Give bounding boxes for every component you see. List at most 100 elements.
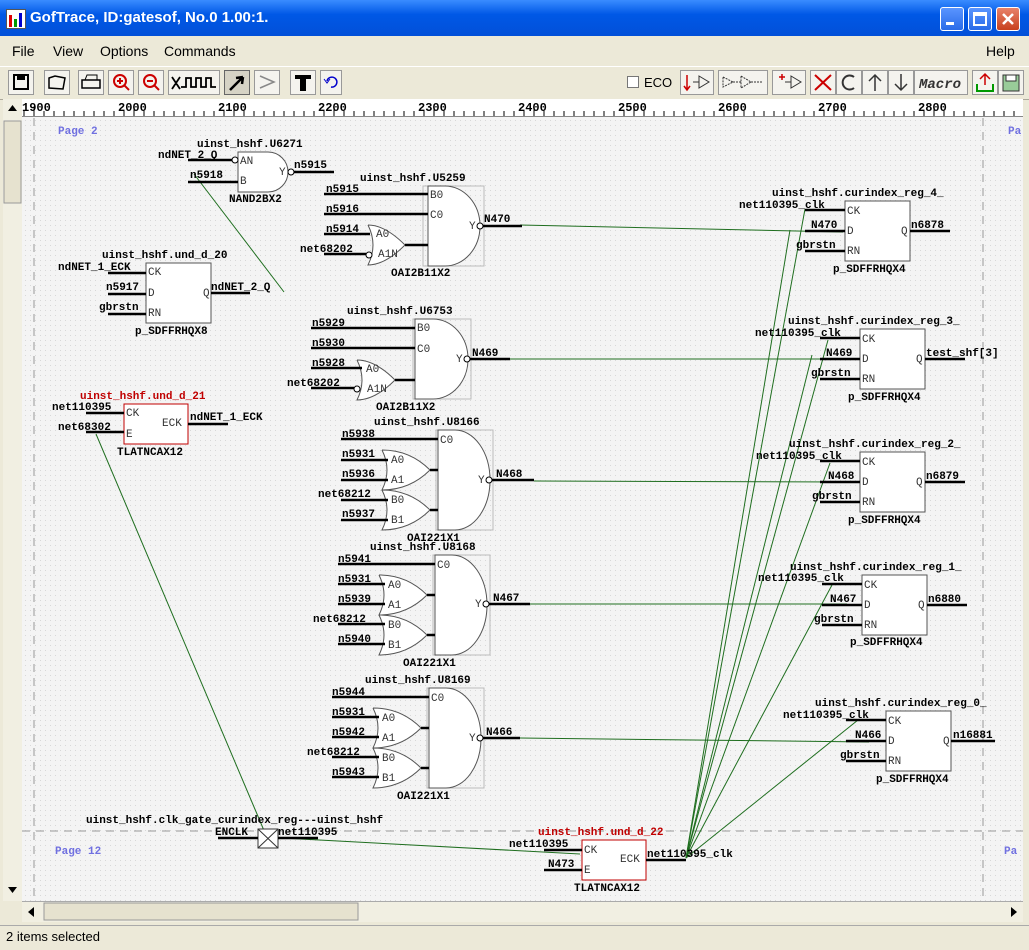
svg-text:RN: RN [847, 246, 860, 258]
schematic-canvas[interactable]: Page 2 Page 12 Pa Pa uinst_hshf.U6271 [22, 117, 1023, 901]
svg-text:net68212: net68212 [313, 614, 366, 626]
menu-commands[interactable]: Commands [164, 43, 236, 59]
waveform-icon [171, 76, 216, 90]
scroll-up-icon[interactable] [8, 105, 17, 111]
svg-text:ECK: ECK [620, 854, 640, 866]
cell-curindex-reg-2[interactable]: uinst_hshf.curindex_reg_2_ CK D RN Q net… [756, 439, 965, 527]
print-button[interactable] [78, 70, 104, 95]
window-title: GofTrace, ID:gatesof, No.0 1.00:1. [30, 9, 269, 26]
svg-text:net110395_clk: net110395_clk [755, 328, 841, 340]
svg-text:uinst_hshf.clk_gate_curindex_r: uinst_hshf.clk_gate_curindex_reg---uinst… [86, 815, 383, 827]
cell-u8169[interactable]: uinst_hshf.U8169 C0 A0 A1 B0 B1 Y n5944 … [307, 675, 520, 803]
menu-options[interactable]: Options [100, 43, 149, 59]
save-icon [13, 74, 29, 90]
cell-u8166[interactable]: uinst_hshf.U8166 C0 A0 A1 B0 B1 Y n5938 … [318, 417, 534, 545]
refresh-button[interactable] [836, 70, 862, 95]
save-disk-button[interactable] [998, 70, 1024, 95]
eco-checkbox[interactable]: ECO [627, 75, 672, 90]
svg-text:net110395_clk: net110395_clk [783, 710, 869, 722]
svg-text:OAI221X1: OAI221X1 [403, 658, 456, 670]
svg-text:Y: Y [469, 733, 476, 745]
svg-text:n5941: n5941 [338, 554, 371, 566]
svg-text:A0: A0 [391, 455, 404, 467]
svg-text:B0: B0 [430, 190, 443, 202]
svg-text:C0: C0 [437, 560, 450, 572]
maximize-button[interactable] [968, 7, 992, 31]
svg-text:n5931: n5931 [342, 449, 375, 461]
scroll-left-icon[interactable] [28, 907, 34, 917]
svg-text:n5916: n5916 [326, 204, 359, 216]
select-button[interactable] [224, 70, 250, 95]
zoom-in-button[interactable] [108, 70, 134, 95]
svg-text:n5931: n5931 [338, 574, 371, 586]
delete-button[interactable] [810, 70, 836, 95]
cell-u6271[interactable]: uinst_hshf.U6271 AN B Y ndNET_2_Q n5918 … [158, 139, 334, 206]
svg-text:CK: CK [862, 457, 876, 469]
schematic-svg[interactable]: Page 2 Page 12 Pa Pa uinst_hshf.U6271 [22, 117, 1023, 901]
svg-text:uinst_hshf.U8168: uinst_hshf.U8168 [370, 542, 476, 554]
horizontal-scroll-thumb[interactable] [43, 902, 359, 921]
menu-view[interactable]: View [53, 43, 84, 59]
svg-text:n5939: n5939 [338, 594, 371, 606]
text-button[interactable] [290, 70, 316, 95]
page-label-edge-top: Pa [1008, 126, 1022, 138]
up-button[interactable] [862, 70, 888, 95]
svg-text:Y: Y [469, 221, 476, 233]
save-disk-icon [1002, 74, 1020, 92]
trace-back-button[interactable] [680, 70, 714, 95]
svg-text:ndNET_1_ECK: ndNET_1_ECK [190, 412, 263, 424]
trace-add-button[interactable] [772, 70, 806, 95]
svg-text:uinst_hshf.curindex_reg_3_: uinst_hshf.curindex_reg_3_ [788, 316, 960, 328]
export-button[interactable] [972, 70, 998, 95]
cell-curindex-reg-0[interactable]: uinst_hshf.curindex_reg_0_ CK D RN Q net… [783, 698, 995, 786]
svg-text:C0: C0 [431, 693, 444, 705]
vertical-scroll-thumb[interactable] [3, 120, 22, 204]
svg-text:A0: A0 [388, 580, 401, 592]
open-button[interactable] [44, 70, 70, 95]
svg-text:N467: N467 [830, 594, 856, 606]
maximize-icon [973, 12, 987, 26]
svg-text:net110395_clk: net110395_clk [758, 573, 844, 585]
page-label-2: Page 2 [58, 126, 98, 138]
zoom-out-button[interactable] [138, 70, 164, 95]
minimize-button[interactable] [940, 7, 964, 31]
move-button[interactable] [254, 70, 280, 95]
cell-u5259[interactable]: uinst_hshf.U5259 B0 C0 A0 A1N Y n5915 n5… [300, 173, 522, 280]
macro-button[interactable]: Macro [914, 70, 968, 95]
zoom-in-icon [113, 74, 130, 91]
cell-curindex-reg-3[interactable]: uinst_hshf.curindex_reg_3_ CK D RN Q net… [755, 316, 999, 404]
menu-help[interactable]: Help [986, 43, 1015, 59]
cell-und-d-21[interactable]: uinst_hshf.und_d_21 CK E ECK net110395 n… [52, 391, 263, 459]
ruler-label: 2000 [118, 101, 147, 115]
print-icon [81, 74, 101, 89]
open-icon [48, 75, 66, 90]
zoom-out-icon [143, 74, 160, 91]
vertical-scrollbar[interactable] [3, 99, 23, 901]
svg-text:uinst_hshf.curindex_reg_0_: uinst_hshf.curindex_reg_0_ [815, 698, 987, 710]
cell-u8168[interactable]: uinst_hshf.U8168 C0 A0 A1 B0 B1 Y n5941 … [313, 542, 530, 670]
svg-text:ndNET_2_Q: ndNET_2_Q [158, 150, 218, 162]
scroll-down-icon[interactable] [8, 887, 17, 893]
cell-curindex-reg-4[interactable]: uinst_hshf.curindex_reg_4_ CK D RN Q net… [739, 188, 950, 276]
cell-und-d-20[interactable]: uinst_hshf.und_d_20 CK D RN Q ndNET_1_EC… [58, 250, 271, 338]
horizontal-scrollbar[interactable] [22, 901, 1023, 922]
svg-text:CK: CK [126, 408, 140, 420]
close-button[interactable] [996, 7, 1020, 31]
waveform-button[interactable] [168, 70, 220, 95]
app-icon [6, 9, 26, 29]
save-button[interactable] [8, 70, 34, 95]
cell-curindex-reg-1[interactable]: uinst_hshf.curindex_reg_1_ CK D RN Q net… [758, 562, 967, 649]
undo-button[interactable] [320, 70, 342, 95]
down-button[interactable] [888, 70, 914, 95]
cell-u6753[interactable]: uinst_hshf.U6753 B0 C0 A0 A1N Y n5929 n5… [287, 306, 510, 414]
svg-text:B1: B1 [382, 773, 396, 785]
svg-text:B0: B0 [382, 753, 395, 765]
ruler-label: 2800 [918, 101, 947, 115]
cell-und-d-22[interactable]: uinst_hshf.und_d_22 CK E ECK net110395 N… [509, 827, 733, 895]
scroll-right-icon[interactable] [1011, 907, 1017, 917]
menu-file[interactable]: File [12, 43, 35, 59]
trace-forward-button[interactable] [718, 70, 768, 95]
offpage-connector[interactable]: uinst_hshf.clk_gate_curindex_reg---uinst… [86, 815, 383, 849]
svg-text:net68302: net68302 [58, 422, 111, 434]
svg-text:Q: Q [916, 477, 923, 489]
